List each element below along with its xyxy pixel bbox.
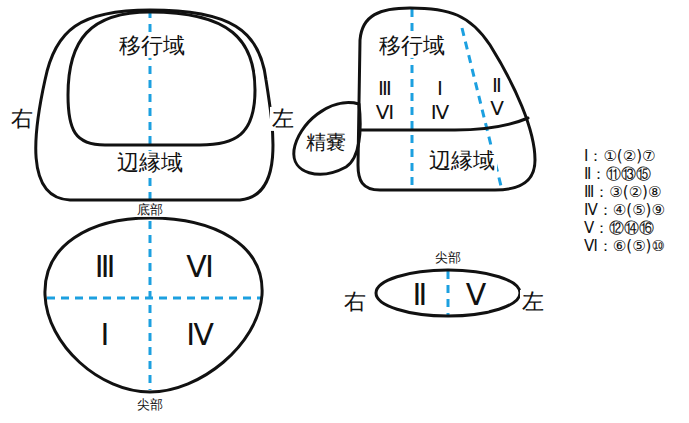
transition-zone: 移行域 bbox=[64, 8, 260, 149]
region-number: Ⅲ bbox=[93, 250, 118, 283]
prostate-coronal-outline bbox=[40, 214, 268, 396]
side-label: 右 bbox=[342, 290, 368, 314]
prostate-coronal-path bbox=[45, 218, 262, 392]
core-map-row: Ⅳ：④(⑤)⑨ bbox=[582, 202, 667, 219]
zone-label: 辺縁域 bbox=[115, 151, 185, 175]
core-map-row: Ⅰ：①(②)⑦ bbox=[582, 148, 657, 165]
midline-dash bbox=[149, 221, 152, 390]
seminal-vesicle-path bbox=[294, 103, 360, 175]
seminal-vesicle: 精嚢 bbox=[288, 95, 364, 183]
region-number: Ⅳ bbox=[429, 101, 451, 123]
zone-label: 移行域 bbox=[377, 34, 447, 58]
core-map-row: Ⅵ：⑥(⑤)⑩ bbox=[582, 238, 667, 255]
region-number: Ⅴ bbox=[488, 97, 506, 119]
side-label: 左 bbox=[270, 107, 296, 131]
transition-zone-path bbox=[68, 12, 255, 145]
region-number: Ⅰ bbox=[435, 77, 445, 99]
zone-label: 辺縁域 bbox=[427, 149, 497, 173]
side-label: 左 bbox=[520, 290, 546, 314]
region-number: Ⅲ bbox=[376, 77, 394, 99]
region-number: Ⅰ bbox=[99, 318, 112, 351]
prostate-axial-path bbox=[36, 10, 273, 200]
position-label: 尖部 bbox=[135, 398, 165, 412]
zone-label: 移行域 bbox=[117, 34, 187, 58]
region-number: Ⅵ bbox=[184, 250, 216, 283]
core-map-row: Ⅱ：⑪⑬⑮ bbox=[582, 166, 653, 183]
prostate-axial: 辺縁域移行域 bbox=[38, 5, 288, 210]
prostate-sagittal: 移行域 Ⅲ Ⅰ Ⅱ Ⅵ Ⅳ Ⅴ 辺縁域 bbox=[352, 4, 540, 194]
prostate-coronal: Ⅲ Ⅵ Ⅰ Ⅳ bbox=[40, 214, 268, 396]
region-number: Ⅱ bbox=[411, 278, 430, 311]
organ-label: 精嚢 bbox=[304, 131, 348, 153]
position-label: 尖部 bbox=[433, 251, 463, 265]
position-label: 底部 bbox=[135, 203, 165, 217]
apex-section-outline bbox=[372, 266, 524, 320]
midline-dash bbox=[447, 271, 450, 315]
core-map-row: Ⅲ：③(②)⑧ bbox=[582, 184, 663, 201]
level-dash bbox=[47, 297, 262, 300]
apex-section: ⅡⅤ bbox=[372, 266, 524, 320]
transition-zone-outline bbox=[64, 8, 260, 149]
side-label: 右 bbox=[9, 107, 35, 131]
prostate-sagittal-path bbox=[358, 8, 535, 190]
core-map-row: Ⅴ：⑫⑭⑯ bbox=[582, 220, 656, 237]
region-number: Ⅳ bbox=[184, 318, 216, 351]
apex-section-path bbox=[376, 270, 520, 316]
region-number: Ⅴ bbox=[464, 278, 489, 311]
region-number: Ⅱ bbox=[490, 74, 504, 96]
region-number: Ⅵ bbox=[374, 101, 396, 123]
